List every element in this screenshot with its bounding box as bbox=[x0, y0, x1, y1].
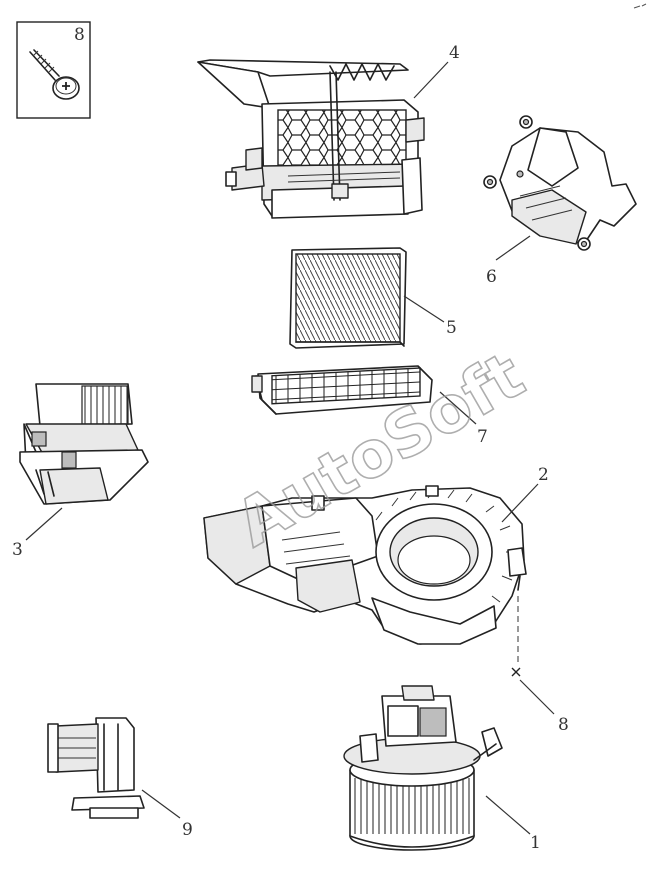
actuator-part bbox=[483, 115, 637, 251]
callout-2: 2 bbox=[538, 465, 549, 485]
leader-line-8 bbox=[519, 679, 555, 715]
leader-line-7 bbox=[439, 391, 477, 425]
leader-line-4 bbox=[413, 61, 449, 99]
callout-3: 3 bbox=[12, 540, 23, 560]
callout-numbers: 8 4 6 5 7 3 2 8 9 1 bbox=[12, 25, 569, 853]
screw-box-part bbox=[16, 21, 91, 119]
callout-7: 7 bbox=[477, 427, 488, 447]
cabin-filter-part bbox=[289, 247, 407, 349]
leader-line-1 bbox=[485, 795, 531, 835]
connector-part bbox=[47, 717, 145, 819]
screw-icon bbox=[29, 49, 80, 100]
leader-line-3 bbox=[25, 507, 63, 541]
callout-5: 5 bbox=[446, 318, 457, 338]
resistor-module-part bbox=[19, 383, 149, 505]
callout-9: 9 bbox=[182, 820, 193, 840]
leader-line-9 bbox=[141, 789, 181, 819]
callout-4: 4 bbox=[449, 43, 460, 63]
leader-line-6 bbox=[495, 235, 531, 261]
blower-housing-part bbox=[203, 485, 527, 677]
leader-lines bbox=[25, 61, 555, 835]
grille-frame-part bbox=[251, 365, 433, 415]
leader-line-5 bbox=[403, 295, 445, 323]
blower-motor-part bbox=[343, 685, 503, 851]
callout-1: 1 bbox=[530, 833, 541, 853]
callout-8-box: 8 bbox=[74, 25, 85, 45]
callout-6: 6 bbox=[486, 267, 497, 287]
leader-line-2 bbox=[501, 483, 539, 523]
corner-mark bbox=[633, 3, 647, 9]
filter-housing-part bbox=[197, 59, 425, 219]
callout-8-screw: 8 bbox=[558, 715, 569, 735]
